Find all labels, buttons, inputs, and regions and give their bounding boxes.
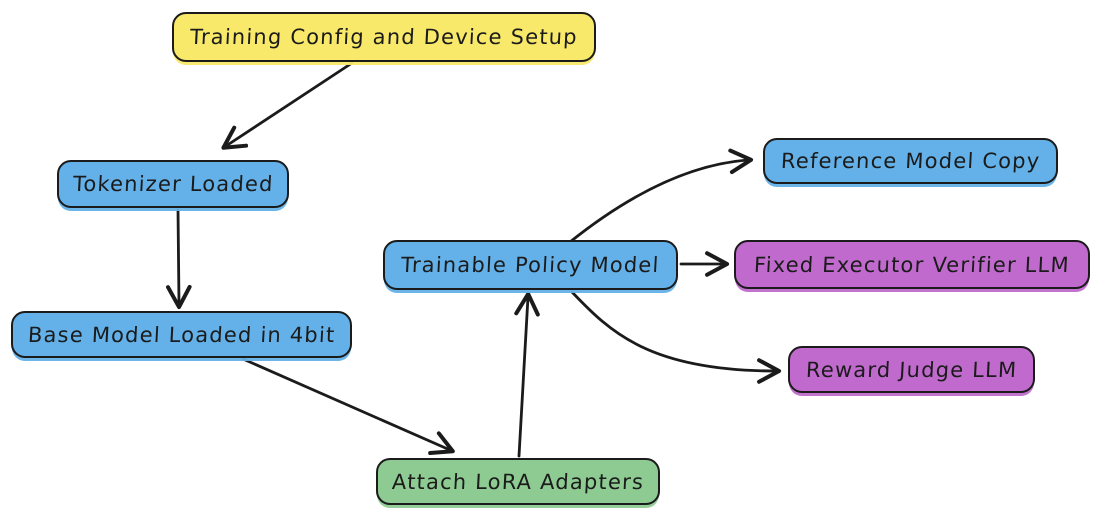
node-reward-judge-llm: Reward Judge LLM bbox=[788, 346, 1035, 393]
node-label: Tokenizer Loaded bbox=[72, 172, 274, 196]
node-tokenizer-loaded: Tokenizer Loaded bbox=[57, 160, 289, 208]
node-reference-model-copy: Reference Model Copy bbox=[763, 138, 1058, 184]
node-base-model-4bit: Base Model Loaded in 4bit bbox=[11, 311, 352, 358]
node-label: Reward Judge LLM bbox=[805, 357, 1018, 382]
node-attach-lora-adapters: Attach LoRA Adapters bbox=[376, 458, 660, 505]
node-label: Training Config and Device Setup bbox=[189, 25, 579, 49]
node-trainable-policy-model: Trainable Policy Model bbox=[383, 240, 678, 290]
arrow-policy-to-judge bbox=[570, 290, 782, 384]
node-label: Reference Model Copy bbox=[780, 149, 1041, 173]
node-fixed-executor-verifier-llm: Fixed Executor Verifier LLM bbox=[734, 240, 1090, 289]
node-label: Base Model Loaded in 4bit bbox=[27, 322, 336, 347]
node-label: Fixed Executor Verifier LLM bbox=[753, 252, 1071, 277]
arrow-tokenizer-to-base bbox=[166, 208, 192, 310]
arrow-config-to-tokenizer bbox=[221, 61, 354, 150]
node-training-config: Training Config and Device Setup bbox=[172, 12, 596, 62]
node-label: Trainable Policy Model bbox=[400, 253, 661, 277]
arrow-lora-to-policy bbox=[514, 291, 540, 458]
arrow-policy-to-reference bbox=[568, 148, 754, 244]
node-label: Attach LoRA Adapters bbox=[391, 469, 645, 494]
arrow-base-to-lora bbox=[241, 357, 455, 456]
